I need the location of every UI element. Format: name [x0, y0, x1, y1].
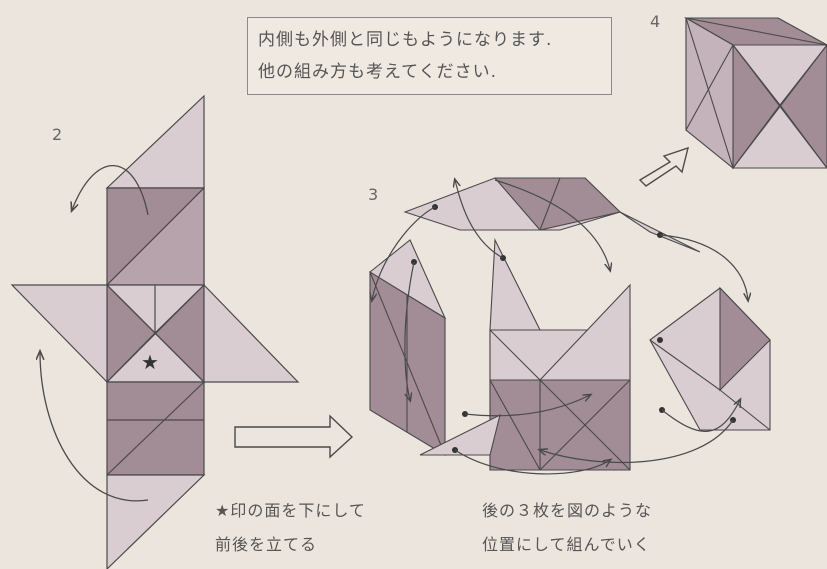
instruction-note: 内側も外側と同じもようになります. 他の組み方も考えてください. — [247, 17, 612, 95]
assembly-arrows — [372, 180, 748, 475]
fold-arrow-top — [72, 164, 149, 216]
caption-right-line-2: 位置にして組んでいく — [482, 535, 651, 554]
next-step-arrow — [234, 414, 354, 459]
note-line-2: 他の組み方も考えてください. — [258, 62, 498, 82]
step-3-label: 3 — [368, 185, 379, 204]
step-3-assembly — [369, 177, 771, 471]
to-step-4-arrow — [638, 146, 689, 187]
caption-left-line-2: 前後を立てる — [215, 535, 318, 554]
note-line-1: 内側も外側と同じもようになります. — [258, 30, 553, 50]
step-2-net — [10, 94, 300, 569]
step-4-label: 4 — [650, 12, 661, 31]
star-mark: ★ — [141, 350, 159, 374]
fold-arrow-bottom — [40, 352, 149, 502]
caption-left: ★印の面を下にして 前後を立てる — [215, 494, 366, 562]
step-4-cube — [683, 17, 827, 170]
caption-right-line-1: 後の３枚を図のような — [482, 501, 653, 520]
caption-right: 後の３枚を図のような 位置にして組んでいく — [482, 494, 652, 562]
caption-left-line-1: ★印の面を下にして — [215, 501, 366, 520]
step-2-label: 2 — [52, 125, 63, 144]
